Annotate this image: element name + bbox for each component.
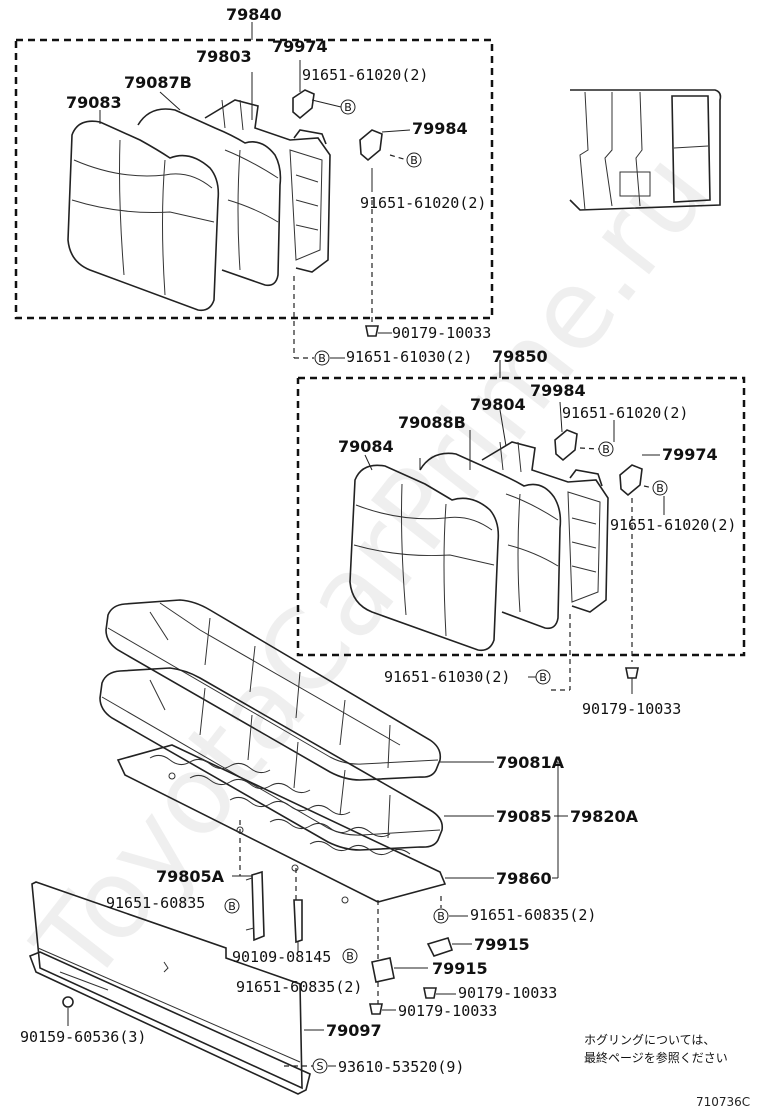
label-90159-60536: 90159-60536(3) — [20, 1028, 146, 1046]
svg-text:B: B — [318, 352, 326, 365]
label-90179-10033-b: 90179-10033 — [582, 700, 681, 718]
hinge-79984-lower[interactable] — [554, 429, 578, 462]
label-79820a: 79820A — [570, 807, 639, 826]
label-79803: 79803 — [196, 47, 252, 66]
side-cover-79097[interactable] — [28, 881, 311, 1095]
label-91651-61020-d: 91651-61020(2) — [610, 516, 736, 534]
seatback-cover-79088b[interactable] — [419, 452, 562, 630]
marker-b-upper-2: B — [406, 152, 422, 168]
label-90109-08145: 90109-08145 — [232, 948, 331, 966]
label-79804: 79804 — [470, 395, 526, 414]
label-79984-upper: 79984 — [412, 119, 468, 138]
hinge-79915-a[interactable] — [426, 937, 454, 957]
watermark: ToyotaCarPrime.ru — [9, 129, 734, 1007]
svg-text:B: B — [410, 154, 418, 167]
clip-90179-d[interactable] — [369, 1003, 383, 1015]
marker-s-seat: S — [312, 1058, 328, 1074]
clip-90179-c[interactable] — [423, 987, 437, 999]
label-79083: 79083 — [66, 93, 122, 112]
seatback-cover-79087b[interactable] — [137, 108, 282, 287]
svg-text:B: B — [539, 671, 547, 684]
label-79974-lower: 79974 — [662, 445, 718, 464]
svg-text:B: B — [437, 910, 445, 923]
clip-90179-b[interactable] — [625, 667, 639, 694]
label-79974-upper: 79974 — [272, 37, 328, 56]
marker-b-lower-1: B — [598, 441, 614, 457]
label-79915-b: 79915 — [432, 959, 488, 978]
label-79805a: 79805A — [156, 867, 225, 886]
label-79085: 79085 — [496, 807, 552, 826]
label-91651-60835-c: 91651-60835(2) — [236, 978, 362, 996]
hinge-79974-lower[interactable] — [619, 464, 643, 497]
svg-text:B: B — [346, 950, 354, 963]
note-line-1: ホグリングについては、 — [584, 1033, 715, 1047]
svg-text:B: B — [344, 101, 352, 114]
seat-spring-frame-79860[interactable] — [116, 744, 447, 904]
marker-b-seat-1: B — [224, 898, 240, 914]
seatback-frame-79804[interactable] — [481, 441, 609, 613]
label-79984-lower: 79984 — [530, 381, 586, 400]
label-91651-60835-b: 91651-60835(2) — [470, 906, 596, 924]
label-79087b: 79087B — [124, 73, 192, 92]
label-91651-61020-a: 91651-61020(2) — [302, 66, 428, 84]
label-79915-a: 79915 — [474, 935, 530, 954]
label-79081a: 79081A — [496, 753, 565, 772]
hinge-79984-upper[interactable] — [359, 129, 383, 162]
note-line-2: 最終ページを参照ください — [584, 1050, 728, 1065]
label-91651-61020-c: 91651-61020(2) — [562, 404, 688, 422]
label-79860: 79860 — [496, 869, 552, 888]
seatback-cushion-79083[interactable] — [67, 120, 220, 312]
label-90179-10033-d: 90179-10033 — [398, 1002, 497, 1020]
marker-b-mid-1: B — [314, 350, 330, 366]
label-79097: 79097 — [326, 1021, 382, 1040]
lower-assembly-frame — [296, 360, 746, 657]
figure-code: 710736C — [696, 1095, 750, 1109]
label-91651-60835-a: 91651-60835 — [106, 894, 205, 912]
svg-text:B: B — [228, 900, 236, 913]
svg-text:B: B — [602, 443, 610, 456]
hinge-79974-upper[interactable] — [292, 89, 315, 120]
clip-90179-a[interactable] — [365, 325, 392, 337]
screw-90159-60536[interactable] — [62, 996, 74, 1026]
label-79088b: 79088B — [398, 413, 466, 432]
marker-b-seat-3: B — [342, 948, 358, 964]
svg-text:B: B — [656, 482, 664, 495]
bolt-90109-08145[interactable] — [293, 899, 303, 944]
seatback-frame-79803[interactable] — [204, 99, 331, 273]
svg-text:S: S — [317, 1060, 324, 1073]
marker-b-lower-3: B — [535, 669, 551, 685]
label-91651-61020-b: 91651-61020(2) — [360, 194, 486, 212]
label-90179-10033-a: 90179-10033 — [392, 324, 491, 342]
label-79840: 79840 — [226, 5, 282, 24]
marker-b-lower-2: B — [652, 480, 668, 496]
bracket-79805a[interactable] — [245, 870, 265, 942]
inset-hogring-view — [569, 89, 722, 211]
seat-cushion-79081a[interactable] — [105, 599, 442, 781]
upper-assembly-frame — [14, 22, 494, 320]
label-91651-61030-b: 91651-61030(2) — [384, 668, 510, 686]
seatback-cushion-79084[interactable] — [349, 464, 500, 652]
label-79084: 79084 — [338, 437, 394, 456]
marker-b-seat-2: B — [433, 908, 449, 924]
label-91651-61030-a: 91651-61030(2) — [346, 348, 472, 366]
label-93610-53520: 93610-53520(9) — [338, 1058, 464, 1076]
hinge-79915-b[interactable] — [371, 957, 395, 983]
label-90179-10033-c: 90179-10033 — [458, 984, 557, 1002]
label-79850: 79850 — [492, 347, 548, 366]
marker-b-upper-1: B — [340, 99, 356, 115]
